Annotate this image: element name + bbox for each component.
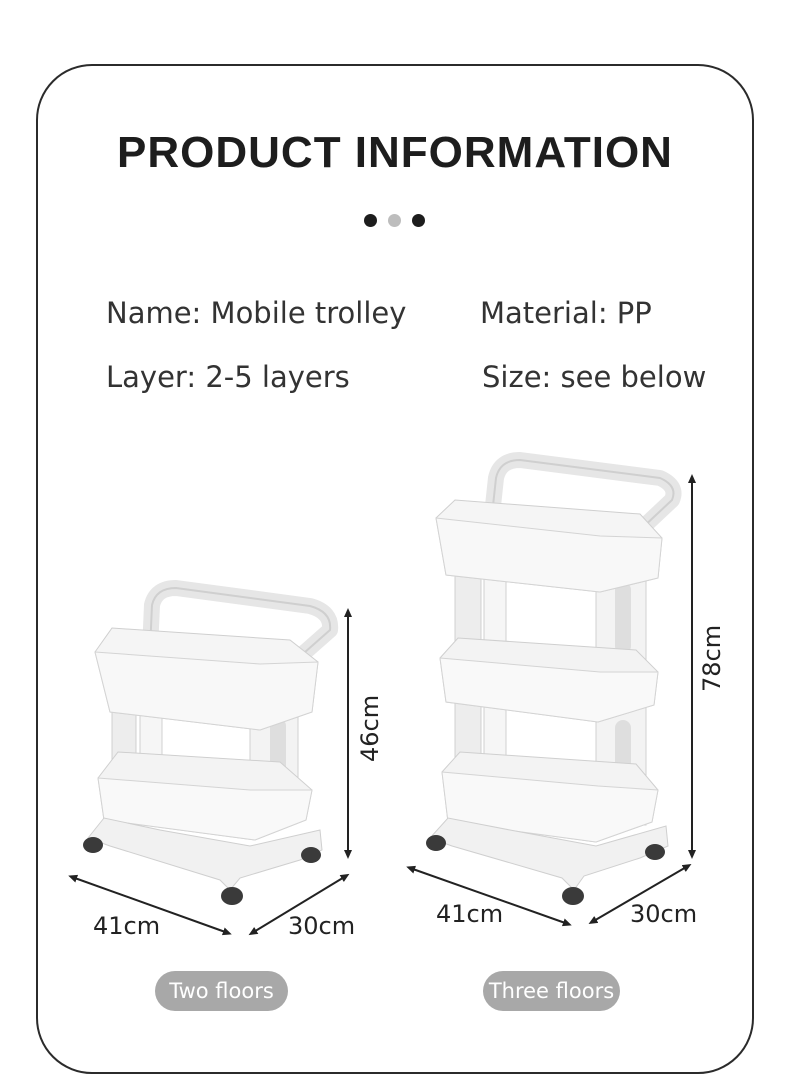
two-floor-width-label: 41cm xyxy=(93,912,161,940)
section-divider-dots xyxy=(364,214,426,228)
product-illustrations xyxy=(68,452,696,936)
depth-dimension-line xyxy=(248,873,350,936)
info-layer: Layer: 2-5 layers xyxy=(106,360,350,394)
divider-dot xyxy=(364,214,377,227)
two-floor-trolley-image xyxy=(83,580,339,905)
depth-dimension-line xyxy=(588,863,692,925)
two-floor-height-label: 46cm xyxy=(356,694,384,762)
page-title: PRODUCT INFORMATION xyxy=(117,128,673,177)
info-size: Size: see below xyxy=(482,360,707,394)
width-dimension-line xyxy=(406,865,572,927)
two-floor-depth-label: 30cm xyxy=(288,912,356,940)
three-floors-label: Three floors xyxy=(483,971,620,1011)
divider-dot xyxy=(412,214,425,227)
info-material: Material: PP xyxy=(480,296,652,330)
info-name: Name: Mobile trolley xyxy=(106,296,407,330)
three-floor-height-label: 78cm xyxy=(698,624,726,692)
three-floor-trolley-image xyxy=(426,452,682,905)
three-floor-depth-label: 30cm xyxy=(630,900,698,928)
width-dimension-line xyxy=(68,874,232,936)
three-floor-width-label: 41cm xyxy=(436,900,504,928)
divider-dot xyxy=(388,214,401,227)
two-floors-label: Two floors xyxy=(155,971,288,1011)
